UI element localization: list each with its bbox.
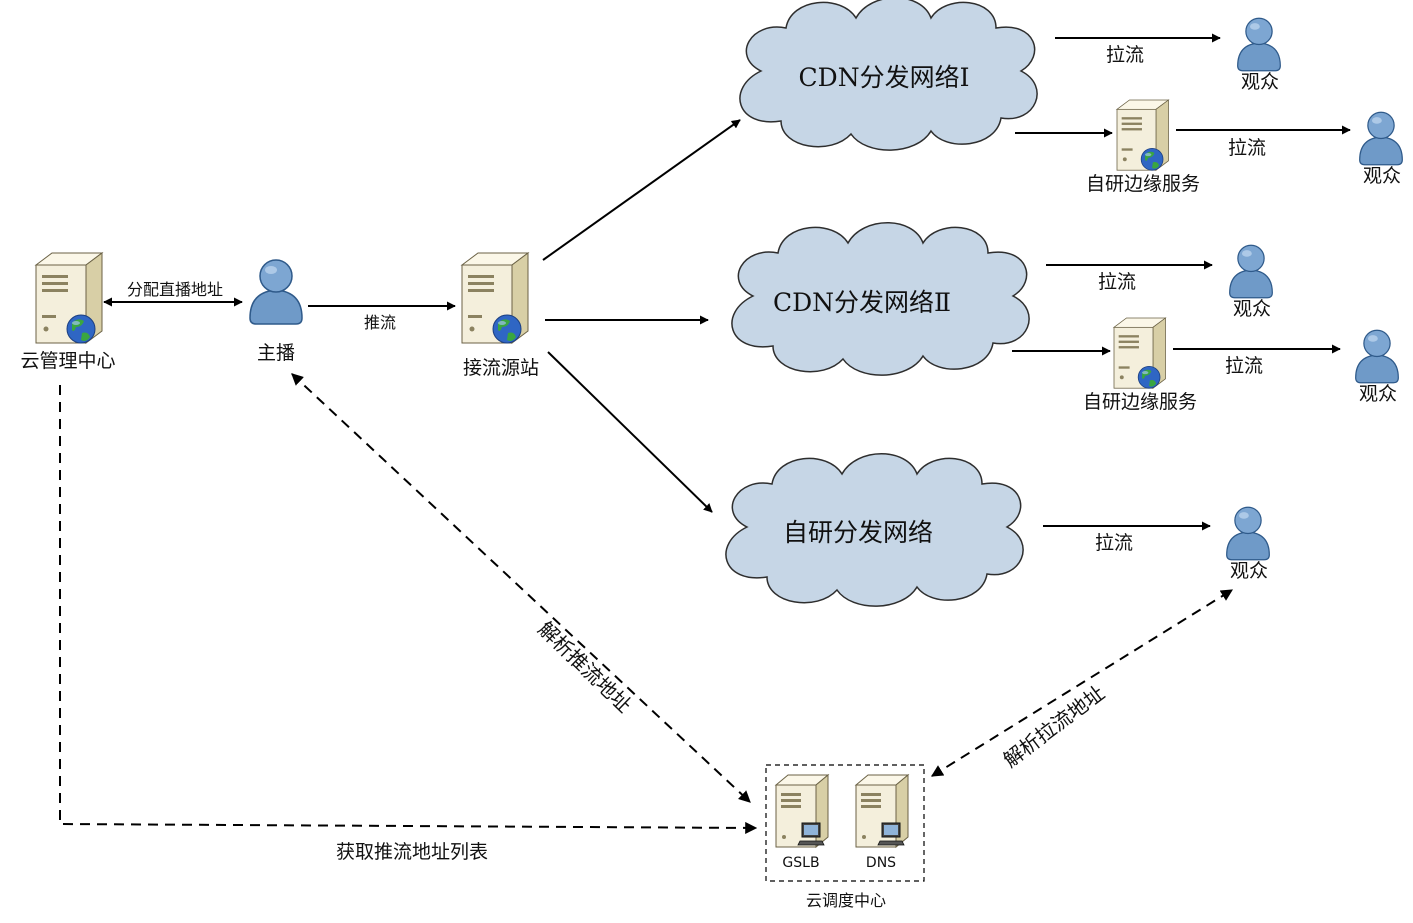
node-viewer4: 观众 xyxy=(1355,329,1399,405)
label-resolve-push: 解析推流地址 xyxy=(533,617,636,718)
node-scheduler: GSLB DNS 云调度中心 xyxy=(765,764,925,910)
label-gslb: GSLB xyxy=(782,855,819,871)
server-globe-icon xyxy=(1116,99,1169,171)
person-icon xyxy=(1229,244,1273,299)
label-viewer4: 观众 xyxy=(1359,383,1397,405)
node-viewer3: 观众 xyxy=(1229,244,1273,320)
edges xyxy=(59,33,1351,834)
edge-resolve-push xyxy=(291,373,751,803)
label-scheduler: 云调度中心 xyxy=(806,891,886,910)
label-self-net: 自研分发网络 xyxy=(783,518,933,547)
label-origin: 接流源站 xyxy=(463,357,539,379)
label-get-push-list: 获取推流地址列表 xyxy=(336,841,488,863)
label-viewer2: 观众 xyxy=(1363,165,1401,187)
person-icon xyxy=(1226,506,1270,561)
label-cdn1: CDN分发网络I xyxy=(799,63,970,92)
node-gslb: GSLB xyxy=(775,774,829,871)
person-icon xyxy=(1237,17,1281,72)
edge-get-push-list xyxy=(59,385,758,834)
label-edge1: 自研边缘服务 xyxy=(1086,173,1200,195)
label-cdn2: CDN分发网络Ⅱ xyxy=(773,288,951,317)
label-viewer1: 观众 xyxy=(1241,71,1279,93)
label-pull-5: 拉流 xyxy=(1095,532,1133,554)
label-pull-2: 拉流 xyxy=(1228,137,1266,159)
label-edge2: 自研边缘服务 xyxy=(1083,391,1197,413)
label-viewer5: 观众 xyxy=(1230,560,1268,582)
label-pull-1: 拉流 xyxy=(1106,44,1144,66)
server-globe-icon xyxy=(461,252,529,344)
label-dns: DNS xyxy=(866,855,896,871)
node-viewer1: 观众 xyxy=(1237,17,1281,93)
node-origin: 接流源站 xyxy=(461,252,539,379)
label-push: 推流 xyxy=(364,313,396,332)
server-globe-icon xyxy=(35,252,103,344)
edge-origin-self xyxy=(547,351,713,513)
node-cloud-mgmt: 云管理中心 xyxy=(20,252,116,372)
node-anchor: 主播 xyxy=(249,259,303,364)
person-icon xyxy=(1359,111,1403,166)
label-cloud-mgmt: 云管理中心 xyxy=(20,350,115,372)
node-self-net: 自研分发网络 xyxy=(725,453,1024,607)
node-cdn2: CDN分发网络Ⅱ xyxy=(731,222,1030,376)
edge-resolve-pull xyxy=(930,589,1234,777)
server-globe-icon xyxy=(1113,317,1166,389)
edge-labels: 分配直播地址 推流 拉流 拉流 拉流 拉流 拉流 解析推流地址 解析拉流地址 获… xyxy=(127,44,1266,863)
node-viewer5: 观众 xyxy=(1226,506,1270,582)
label-pull-3: 拉流 xyxy=(1098,271,1136,293)
scheduler-box xyxy=(765,764,925,882)
label-resolve-pull: 解析拉流地址 xyxy=(999,681,1109,772)
node-edge2: 自研边缘服务 xyxy=(1083,317,1197,413)
node-edge1: 自研边缘服务 xyxy=(1086,99,1200,195)
server-computer-icon xyxy=(775,774,829,848)
label-anchor: 主播 xyxy=(257,342,295,364)
node-viewer2: 观众 xyxy=(1359,111,1403,187)
person-icon xyxy=(249,259,303,325)
server-computer-icon xyxy=(855,774,909,848)
node-cdn1: CDN分发网络I xyxy=(739,0,1038,151)
label-assign-addr: 分配直播地址 xyxy=(127,280,223,299)
person-icon xyxy=(1355,329,1399,384)
label-pull-4: 拉流 xyxy=(1225,355,1263,377)
edge-origin-cdn1 xyxy=(542,119,741,261)
label-viewer3: 观众 xyxy=(1233,298,1271,320)
node-dns: DNS xyxy=(855,774,909,871)
